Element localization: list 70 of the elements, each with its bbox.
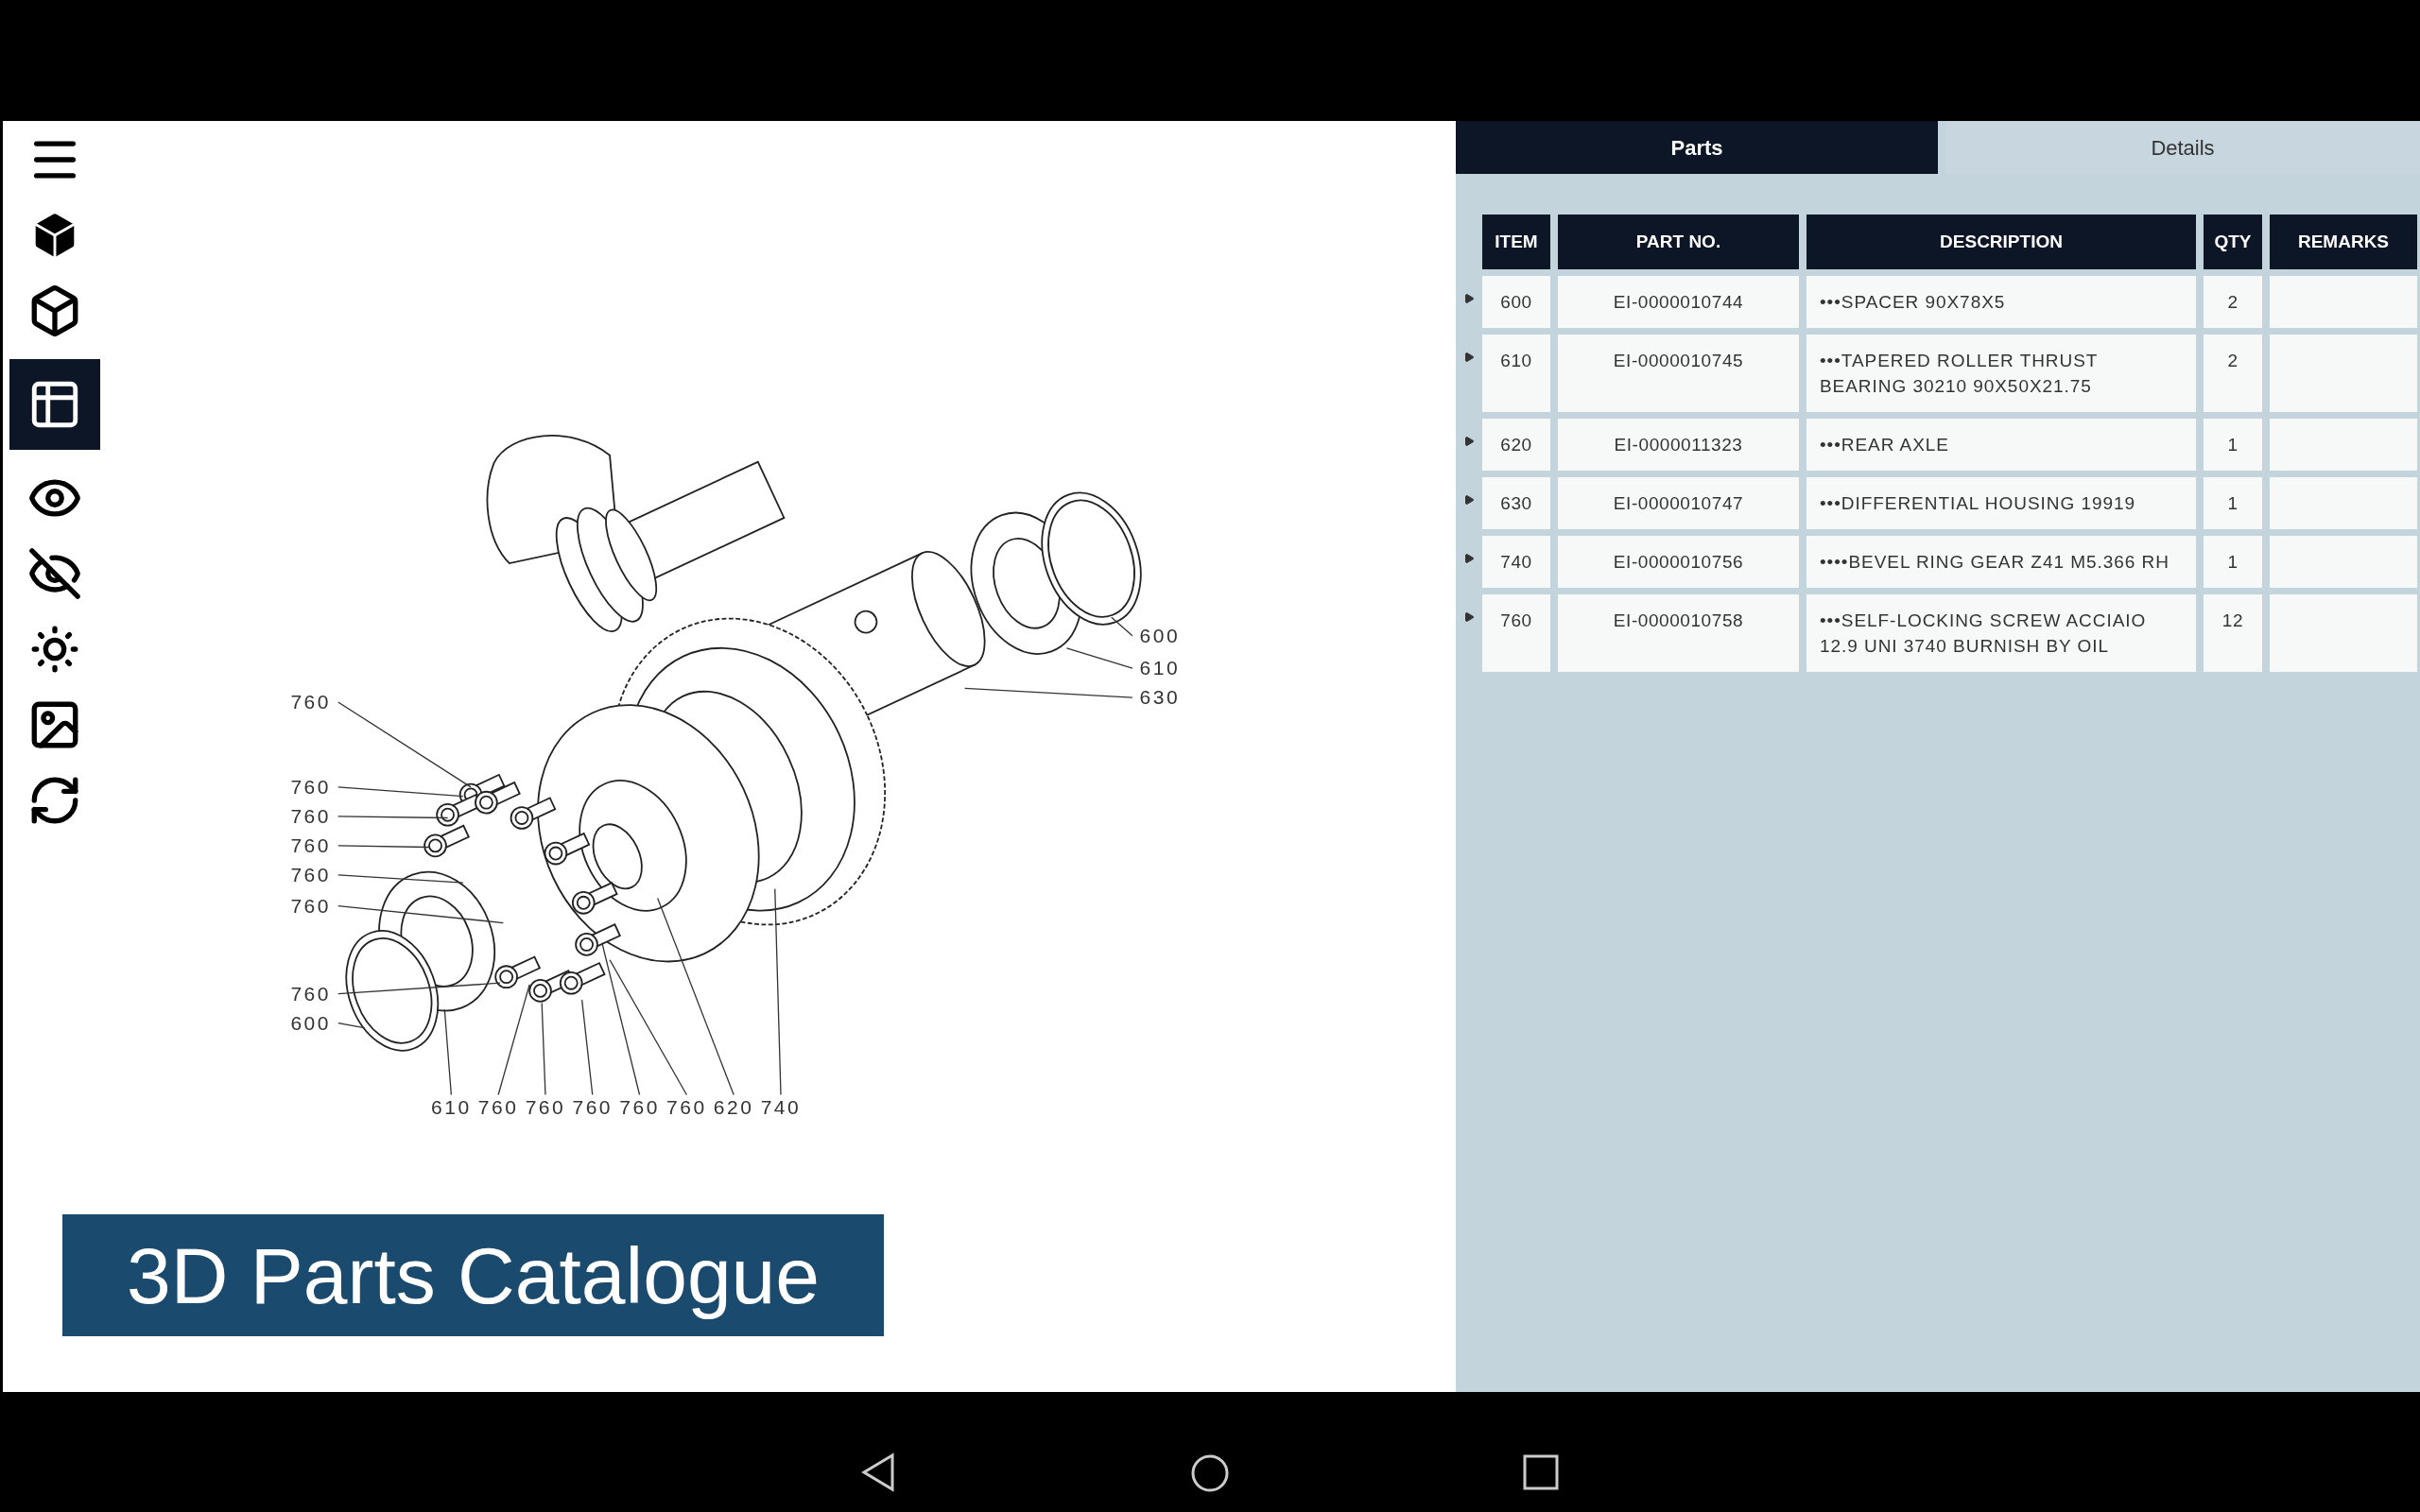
callout-number: 760 bbox=[521, 1096, 569, 1120]
table-cell: 1 bbox=[2204, 419, 2262, 471]
callout-number: 760 bbox=[568, 1096, 616, 1120]
column-header: QTY bbox=[2204, 215, 2262, 269]
column-header: ITEM bbox=[1482, 215, 1550, 269]
tab: Details bbox=[1945, 121, 2420, 174]
leader-line bbox=[609, 959, 687, 1096]
callout-number: 760 bbox=[615, 1096, 664, 1120]
callout-number: 760 bbox=[286, 804, 335, 828]
table-cell: 740 bbox=[1482, 536, 1550, 588]
callout-number: 620 bbox=[710, 1096, 758, 1120]
leader-line bbox=[337, 874, 464, 884]
table-cell: EI-0000010745 bbox=[1558, 335, 1799, 412]
leader-line bbox=[337, 845, 430, 849]
leader-line bbox=[337, 786, 464, 798]
callout-number: 610 bbox=[1135, 657, 1184, 680]
leader-line bbox=[443, 1008, 452, 1096]
table-cell: EI-0000010756 bbox=[1558, 536, 1799, 588]
callout-number: 600 bbox=[286, 1011, 335, 1035]
callout-number: 600 bbox=[1135, 624, 1184, 647]
table-cell: •••SELF-LOCKING SCREW ACCIAIO 12.9 UNI 3740 BURNISH BY OIL bbox=[1806, 594, 2196, 672]
title-banner: 3D Parts Catalogue bbox=[62, 1214, 884, 1336]
callout-number: 740 bbox=[757, 1096, 804, 1120]
callout-number: 760 bbox=[286, 691, 335, 713]
callout-number: 760 bbox=[663, 1096, 711, 1120]
table-cell: 1 bbox=[2204, 477, 2262, 529]
table-cell: EI-0000010744 bbox=[1558, 276, 1799, 328]
table-cell: •••SPACER 90X78X5 bbox=[1806, 276, 2196, 328]
leader-line bbox=[1065, 647, 1133, 669]
leader-line bbox=[774, 887, 782, 1096]
column-header: PART NO. bbox=[1558, 215, 1799, 269]
table-cell: 610 bbox=[1482, 335, 1550, 412]
leader-line bbox=[1111, 616, 1133, 637]
leader-line bbox=[337, 816, 449, 819]
table-cell: EI-0000011323 bbox=[1558, 419, 1799, 471]
table-cell: 760 bbox=[1482, 594, 1550, 672]
table-cell: ••••BEVEL RING GEAR Z41 M5.366 RH bbox=[1806, 536, 2196, 588]
column-header: DESCRIPTION bbox=[1806, 215, 2196, 269]
leader-line bbox=[337, 1022, 366, 1029]
table-cell: •••DIFFERENTIAL HOUSING 19919 bbox=[1806, 477, 2196, 529]
tab: Parts bbox=[1456, 121, 1938, 174]
leader-line bbox=[964, 687, 1133, 698]
callout-number: 760 bbox=[286, 775, 335, 799]
leader-line bbox=[337, 982, 501, 995]
table-cell: •••REAR AXLE bbox=[1806, 419, 2196, 471]
callout-number: 760 bbox=[475, 1096, 523, 1120]
leader-line bbox=[541, 1002, 546, 1096]
callout-number: 760 bbox=[286, 833, 335, 857]
table-cell: •••TAPERED ROLLER THRUST BEARING 30210 90X50X21.75 bbox=[1806, 335, 2196, 412]
callout-number: 760 bbox=[286, 894, 335, 918]
table-cell: 2 bbox=[2204, 276, 2262, 328]
table-cell: 630 bbox=[1482, 477, 1550, 529]
column-header: REMARKS bbox=[2270, 215, 2417, 269]
leader-line bbox=[497, 984, 530, 1096]
leader-line bbox=[337, 701, 472, 788]
table-cell: 2 bbox=[2204, 335, 2262, 412]
callout-number: 630 bbox=[1135, 686, 1184, 710]
table-cell: 1 bbox=[2204, 536, 2262, 588]
table-cell: EI-0000010758 bbox=[1558, 594, 1799, 672]
table-cell: 600 bbox=[1482, 276, 1550, 328]
leader-line bbox=[581, 999, 594, 1096]
leader-line bbox=[337, 904, 504, 924]
table-cell: 12 bbox=[2204, 594, 2262, 672]
table-cell: EI-0000010747 bbox=[1558, 477, 1799, 529]
leader-line bbox=[657, 897, 735, 1096]
callout-number: 610 bbox=[427, 1096, 475, 1120]
callout-number: 760 bbox=[286, 863, 335, 886]
callout-number: 760 bbox=[286, 982, 335, 1005]
table-cell: 620 bbox=[1482, 419, 1550, 471]
leader-line bbox=[601, 942, 641, 1096]
